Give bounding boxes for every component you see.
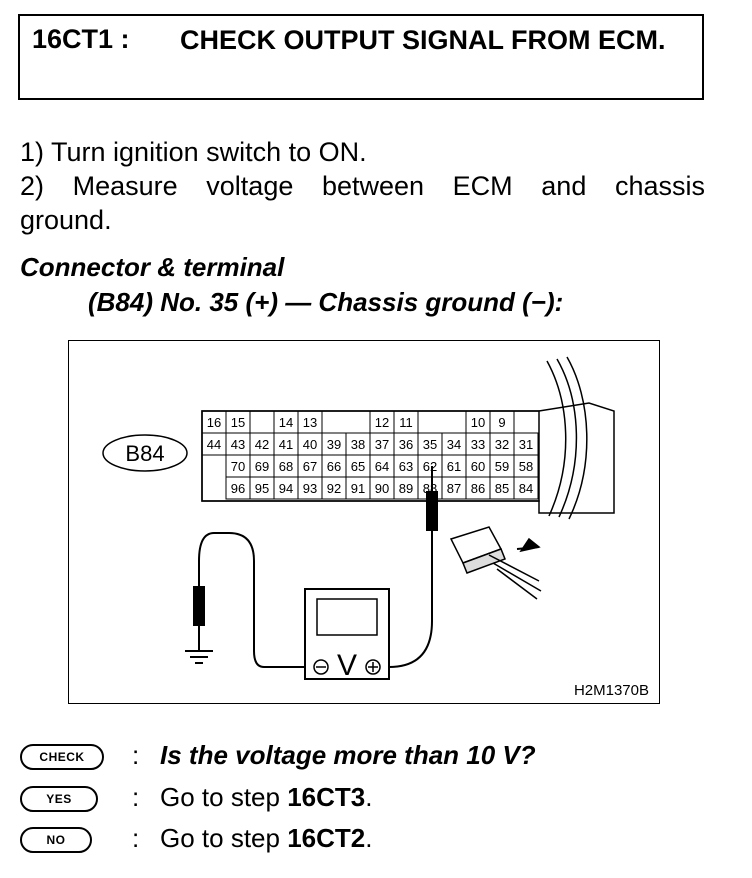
harness-curves xyxy=(546,356,588,520)
pin-13: 13 xyxy=(303,415,317,430)
pin-16: 16 xyxy=(207,415,221,430)
pin-85: 85 xyxy=(495,481,509,496)
instruction-1: 1) Turn ignition switch to ON. xyxy=(20,137,367,167)
no-suffix: . xyxy=(365,823,373,853)
pin-67: 67 xyxy=(303,459,317,474)
pin-33: 33 xyxy=(471,437,485,452)
pin-14: 14 xyxy=(279,415,293,430)
connector-label-oval xyxy=(102,434,188,472)
pin-59: 59 xyxy=(495,459,509,474)
no-answer: Go to step 16CT2. xyxy=(160,823,372,854)
pin-35: 35 xyxy=(423,437,437,452)
yes-suffix: . xyxy=(365,782,373,812)
yes-answer: Go to step 16CT3. xyxy=(160,782,372,813)
no-target-step[interactable]: 16CT2 xyxy=(287,823,366,853)
check-colon: : xyxy=(132,740,140,770)
connector-spec: (B84) No. 35 (+) — Chassis ground (−): xyxy=(88,287,564,317)
pin-38: 38 xyxy=(351,437,365,452)
pin-40: 40 xyxy=(303,437,317,452)
pin-68: 68 xyxy=(279,459,293,474)
pin-36: 36 xyxy=(399,437,413,452)
yes-target-step[interactable]: 16CT3 xyxy=(287,782,366,812)
voltmeter: V xyxy=(304,588,390,682)
pin-91: 91 xyxy=(351,481,365,496)
step-header-box: 16CT1 : CHECK OUTPUT SIGNAL FROM ECM. xyxy=(18,14,704,100)
check-badge: CHECK xyxy=(20,744,104,770)
pin-95: 95 xyxy=(255,481,269,496)
pin-grid: 16 15 14 13 12 11 10 9 44 43 42 41 40 39 38 37 36 35 34 33 3… xyxy=(201,410,539,500)
pin-39: 39 xyxy=(327,437,341,452)
negative-probe xyxy=(185,532,305,668)
pin-69: 69 xyxy=(255,459,269,474)
pin-37: 37 xyxy=(375,437,389,452)
no-prefix: Go to step xyxy=(160,823,288,853)
pin-cell xyxy=(513,476,539,500)
pin-92: 92 xyxy=(327,481,341,496)
pin-65: 65 xyxy=(351,459,365,474)
yes-badge: YES xyxy=(20,786,98,812)
pin-43: 43 xyxy=(231,437,245,452)
figure-id: H2M1370B xyxy=(574,682,649,699)
instruction-2: 2) Measure voltage between ECM and chass… xyxy=(20,171,705,201)
pin-93: 93 xyxy=(303,481,317,496)
no-badge: NO xyxy=(20,827,92,853)
pin-66: 66 xyxy=(327,459,341,474)
pin-60: 60 xyxy=(471,459,485,474)
pin-90: 90 xyxy=(375,481,389,496)
pin-41: 41 xyxy=(279,437,293,452)
pin-34: 34 xyxy=(447,437,461,452)
pin-32: 32 xyxy=(495,437,509,452)
pin-10: 10 xyxy=(471,415,485,430)
wiring-diagram: 16 15 14 13 12 11 10 9 44 43 42 41 40 39 38 37 36 35 34 33 3… xyxy=(68,340,660,704)
pin-31: 31 xyxy=(519,437,533,452)
pin-9: 9 xyxy=(498,415,505,430)
pin-63: 63 xyxy=(399,459,413,474)
pin-94: 94 xyxy=(279,481,293,496)
step-title: CHECK OUTPUT SIGNAL FROM ECM. xyxy=(180,25,666,55)
pin-62: 62 xyxy=(423,459,437,474)
voltmeter-symbol: V xyxy=(337,649,357,682)
pin-58: 58 xyxy=(519,459,533,474)
pin-61: 61 xyxy=(447,459,461,474)
yes-prefix: Go to step xyxy=(160,782,288,812)
diagram-svg: 16 15 14 13 12 11 10 9 44 43 42 41 40 39 38 37 36 35 34 33 3… xyxy=(102,356,649,699)
check-question: Is the voltage more than 10 V? xyxy=(160,740,536,770)
pin-11: 11 xyxy=(399,415,413,430)
no-colon: : xyxy=(132,823,140,853)
step-code: 16CT1 : xyxy=(32,24,130,54)
pin-87: 87 xyxy=(447,481,461,496)
pin-86: 86 xyxy=(471,481,485,496)
pin-64: 64 xyxy=(375,459,389,474)
positive-probe xyxy=(388,466,438,668)
pin-15: 15 xyxy=(231,415,245,430)
instruction-2-continued: ground. xyxy=(20,205,112,235)
yes-colon: : xyxy=(132,782,140,812)
pin-89: 89 xyxy=(399,481,413,496)
connector-heading: Connector & terminal xyxy=(20,252,285,282)
pin-84: 84 xyxy=(519,481,533,496)
pin-70: 70 xyxy=(231,459,245,474)
pin-44: 44 xyxy=(207,437,221,452)
pin-42: 42 xyxy=(255,437,269,452)
pin-12: 12 xyxy=(375,415,389,430)
pin-96: 96 xyxy=(231,481,245,496)
connector-label: B84 xyxy=(125,441,164,466)
plug-icon xyxy=(449,526,542,600)
